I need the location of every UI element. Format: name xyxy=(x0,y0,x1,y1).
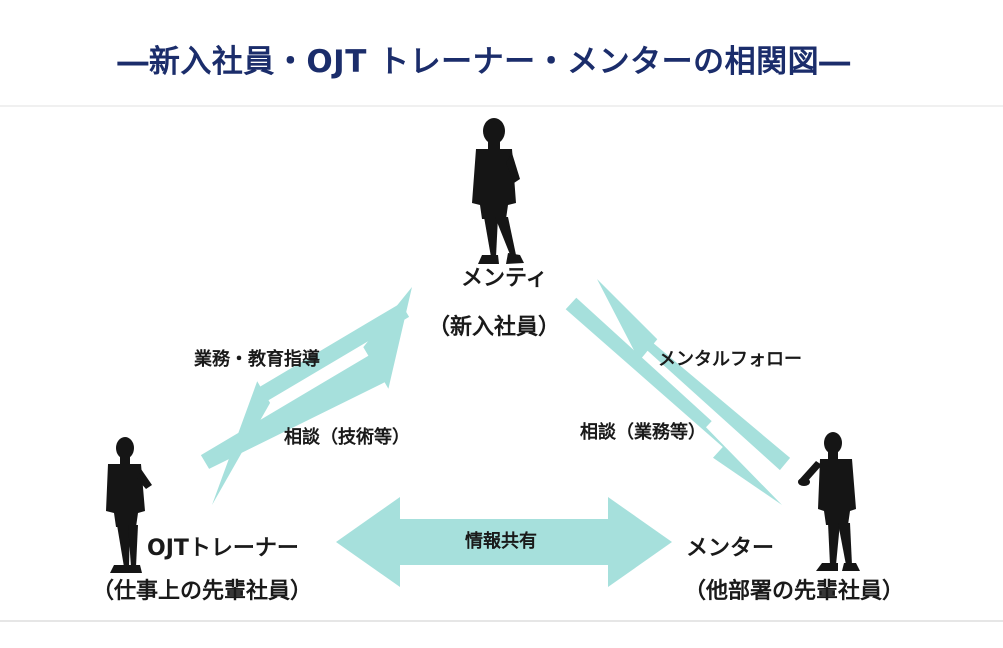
trainer-figure-icon xyxy=(106,437,152,573)
trainer-name: OJTトレーナー xyxy=(147,536,299,561)
edge-label-mental-follow: メンタルフォロー xyxy=(658,349,802,370)
arrow-info-sharing xyxy=(336,497,672,587)
arrow-mentor-to-mentee xyxy=(597,279,791,471)
trainer-subtitle: （仕事上の先輩社員） xyxy=(92,579,313,604)
edge-label-consult-business: 相談（業務等） xyxy=(580,422,706,443)
arrow-trainer-to-mentee xyxy=(200,287,412,469)
mentee-subtitle: （新入社員） xyxy=(428,315,561,340)
mentee-figure-icon xyxy=(472,118,524,264)
mentor-name: メンター xyxy=(686,536,775,561)
mentor-figure-icon xyxy=(798,432,860,571)
arrow-mentee-to-trainer xyxy=(212,303,410,505)
mentor-subtitle: （他部署の先輩社員） xyxy=(684,579,905,604)
edge-label-consult-technical: 相談（技術等） xyxy=(284,427,410,448)
diagram-canvas xyxy=(106,118,860,587)
arrow-mentee-to-mentor xyxy=(565,297,782,505)
page-title: ―新入社員・OJT トレーナー・メンターの相関図― xyxy=(117,44,851,80)
edge-label-info-sharing: 情報共有 xyxy=(465,531,537,552)
mentee-name: メンティ xyxy=(461,266,548,291)
edge-label-guidance: 業務・教育指導 xyxy=(194,349,320,370)
relationship-diagram: メンティ （新入社員） OJTトレーナー （仕事上の先輩社員） メンター （他部… xyxy=(0,105,1003,622)
